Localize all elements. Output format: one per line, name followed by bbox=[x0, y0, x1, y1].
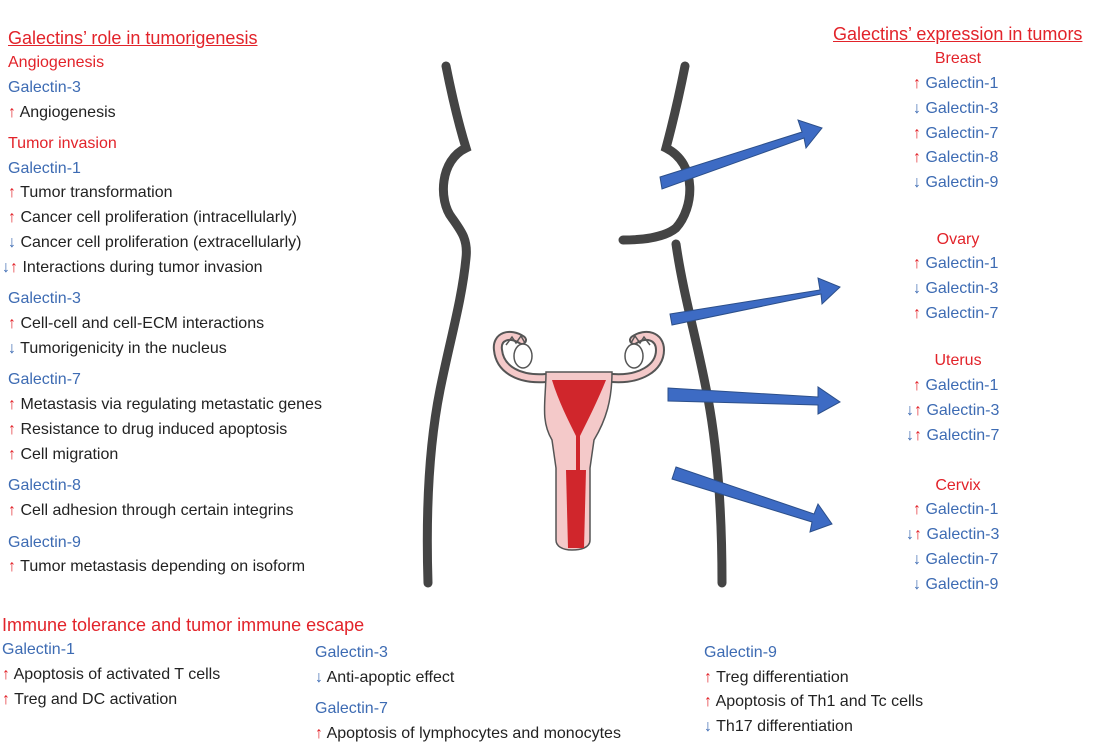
list-item: ↑ Angiogenesis bbox=[8, 104, 116, 121]
list-item: ↑ Apoptosis of lymphocytes and monocytes bbox=[315, 725, 621, 742]
cervix-title: Cervix bbox=[935, 477, 981, 494]
list-item: ↓ Galectin-9 bbox=[913, 576, 999, 593]
list-item: ↓ Tumorigenicity in the nucleus bbox=[8, 340, 227, 357]
angio-galectin-3-label: Galectin-3 bbox=[8, 79, 81, 96]
list-item: ↑ Galectin-7 bbox=[913, 305, 999, 322]
invasion-galectin-1-label: Galectin-1 bbox=[8, 160, 81, 177]
list-item: ↑ Galectin-8 bbox=[913, 149, 999, 166]
list-item: ↓ Cancer cell proliferation (extracellul… bbox=[8, 234, 302, 251]
immune-galectin-9-label: Galectin-9 bbox=[704, 644, 777, 661]
invasion-galectin-9-label: Galectin-9 bbox=[8, 534, 81, 551]
list-item: ↑ Galectin-1 bbox=[913, 255, 999, 272]
list-item: ↑ Metastasis via regulating metastatic g… bbox=[8, 396, 322, 413]
list-item: ↓ Anti-apoptic effect bbox=[315, 669, 455, 686]
list-item: ↓ Galectin-9 bbox=[913, 174, 999, 191]
list-item: ↑ Cell migration bbox=[8, 446, 119, 463]
expression-arrows bbox=[659, 119, 841, 533]
immune-galectin-7-label: Galectin-7 bbox=[315, 700, 388, 717]
list-item: ↓ Th17 differentiation bbox=[704, 718, 853, 735]
list-item: ↑ Galectin-1 bbox=[913, 501, 999, 518]
tumorigenesis-heading: Galectins’ role in tumorigenesis bbox=[8, 28, 258, 48]
list-item: ↑ Cell-cell and cell-ECM interactions bbox=[8, 315, 265, 332]
ovary-title: Ovary bbox=[936, 231, 980, 248]
list-item: ↓ Galectin-3 bbox=[913, 100, 999, 117]
breast-title: Breast bbox=[934, 50, 982, 67]
arrow-uterus bbox=[667, 386, 841, 415]
list-item: ↓↑ Galectin-7 bbox=[906, 427, 1000, 444]
list-item: ↑ Cancer cell proliferation (intracellul… bbox=[8, 209, 297, 226]
arrow-ovary bbox=[669, 277, 841, 326]
list-item: ↑ Tumor metastasis depending on isoform bbox=[8, 558, 306, 575]
invasion-galectin-7-label: Galectin-7 bbox=[8, 371, 81, 388]
tumor-invasion-title: Tumor invasion bbox=[8, 135, 117, 152]
immune-escape-title: Immune tolerance and tumor immune escape bbox=[2, 615, 365, 635]
list-item: ↓ Galectin-7 bbox=[913, 551, 999, 568]
list-item: ↑ Cell adhesion through certain integrin… bbox=[8, 502, 294, 519]
immune-galectin-1-label: Galectin-1 bbox=[2, 641, 75, 658]
list-item: ↑ Resistance to drug induced apoptosis bbox=[8, 421, 288, 438]
list-item: ↑ Treg differentiation bbox=[704, 669, 849, 686]
uterus-title: Uterus bbox=[934, 352, 982, 369]
immune-galectin-3-label: Galectin-3 bbox=[315, 644, 388, 661]
list-item: ↓ Galectin-3 bbox=[913, 280, 999, 297]
list-item: ↓↑ Interactions during tumor invasion bbox=[2, 259, 263, 276]
list-item: ↑ Apoptosis of activated T cells bbox=[2, 666, 221, 683]
list-item: ↑ Galectin-1 bbox=[913, 75, 999, 92]
list-item: ↑ Apoptosis of Th1 and Tc cells bbox=[704, 693, 924, 710]
uterus-illustration bbox=[492, 330, 666, 551]
list-item: ↑ Treg and DC activation bbox=[2, 691, 178, 708]
list-item: ↓↑ Galectin-3 bbox=[906, 402, 1000, 419]
invasion-galectin-3-label: Galectin-3 bbox=[8, 290, 81, 307]
expression-heading: Galectins’ expression in tumors bbox=[833, 24, 1083, 44]
list-item: ↑ Tumor transformation bbox=[8, 184, 173, 201]
invasion-galectin-8-label: Galectin-8 bbox=[8, 477, 81, 494]
list-item: ↓↑ Galectin-3 bbox=[906, 526, 1000, 543]
list-item: ↑ Galectin-1 bbox=[913, 377, 999, 394]
arrow-breast bbox=[659, 119, 823, 190]
arrow-cervix bbox=[671, 466, 833, 533]
angiogenesis-title: Angiogenesis bbox=[8, 54, 105, 71]
list-item: ↑ Galectin-7 bbox=[913, 125, 999, 142]
